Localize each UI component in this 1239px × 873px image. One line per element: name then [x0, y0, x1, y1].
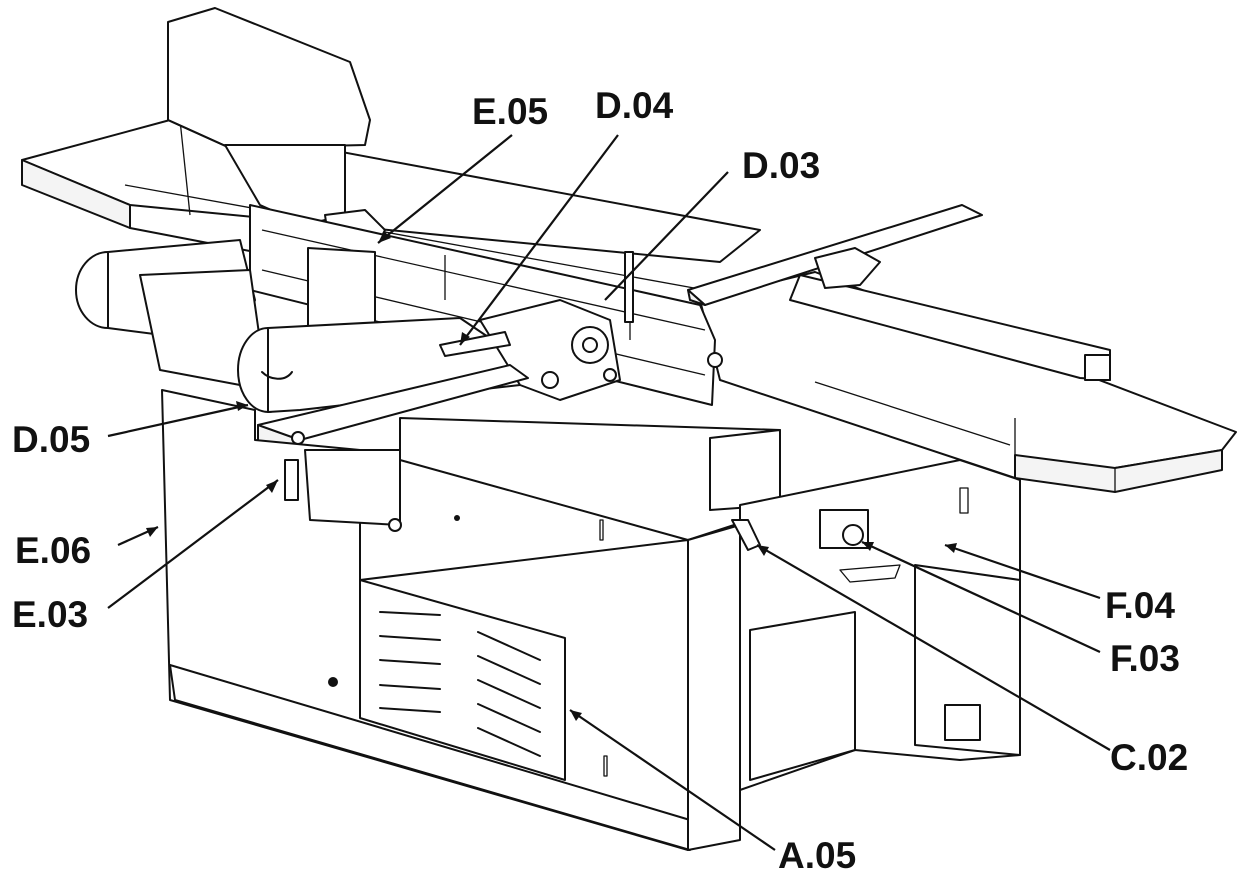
- arrow-D.05: [236, 401, 248, 411]
- callout-label-E.05: E.05: [472, 91, 548, 132]
- leader-E.05: [377, 134, 513, 244]
- callout-label-F.04: F.04: [1105, 585, 1175, 626]
- machine-drawing: [21, 7, 1237, 851]
- arrow-E.06: [146, 527, 158, 537]
- guard-hood: [167, 7, 386, 251]
- leader-F.04: [944, 543, 1101, 600]
- outfeed-table: [699, 271, 1237, 493]
- leader-A.05: [569, 709, 776, 851]
- callout-label-A.05: A.05: [778, 835, 856, 873]
- leader-C.02: [756, 544, 1111, 751]
- callout-label-D.04: D.04: [595, 85, 674, 126]
- callout-label-E.03: E.03: [12, 594, 88, 635]
- callout-label-D.05: D.05: [12, 419, 90, 460]
- arrow-F.03: [862, 542, 874, 551]
- right-cabinet: [739, 459, 1021, 791]
- callout-label-D.03: D.03: [742, 145, 820, 186]
- lock-lever: [731, 519, 761, 551]
- callout-leaders: [107, 134, 1111, 851]
- arrow-E.05: [378, 231, 391, 243]
- leader-D.05: [107, 403, 249, 438]
- arrow-E.03: [266, 480, 278, 493]
- leader-D.04: [459, 134, 619, 346]
- arrow-A.05: [570, 710, 582, 721]
- leader-D.03: [604, 171, 729, 301]
- callout-label-C.02: C.02: [1110, 737, 1188, 778]
- vent-panel: [359, 579, 566, 781]
- arrow-F.04: [945, 543, 957, 553]
- callout-label-F.03: F.03: [1110, 638, 1180, 679]
- arrow-C.02: [757, 545, 769, 556]
- callout-label-E.06: E.06: [15, 530, 91, 571]
- fence-rail: [687, 204, 1111, 381]
- lever-handle: [284, 459, 299, 501]
- infeed-table: [21, 119, 761, 291]
- callout-labels: E.05 D.04 D.03 D.05 E.06 E.03 F.04 F.03 …: [12, 85, 1188, 873]
- leader-F.03: [861, 541, 1101, 653]
- leader-E.03: [107, 479, 279, 609]
- arrow-D.04: [460, 332, 470, 345]
